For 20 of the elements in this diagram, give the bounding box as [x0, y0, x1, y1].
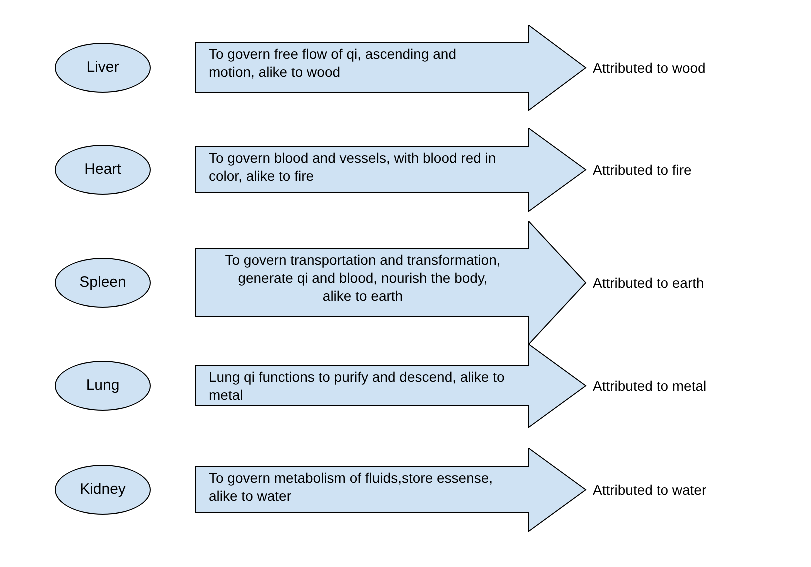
organ-ellipse: Heart — [55, 145, 151, 195]
organ-ellipse: Lung — [55, 361, 151, 411]
arrow-text: To govern blood and vessels, with blood red in color, alike to fire — [209, 149, 498, 185]
pointed-text-banner — [195, 448, 587, 532]
attribution-text: Attributed to earth — [593, 274, 704, 292]
organ-ellipse: Kidney — [55, 465, 151, 515]
arrow-text: To govern transportation and transformation, generate qi and blood, nourish the body, alike to earth — [225, 251, 501, 305]
arrow-text: To govern free flow of qi, ascending and motion, alike to wood — [209, 45, 458, 81]
organ-ellipse: Spleen — [55, 258, 151, 308]
pointed-text-banner — [195, 221, 587, 345]
attribution-text: Attributed to fire — [593, 161, 692, 179]
attribution-text: Attributed to metal — [593, 377, 707, 395]
attribution-text: Attributed to wood — [593, 59, 706, 77]
pointed-text-banner — [195, 25, 587, 111]
organ-ellipse: Liver — [55, 43, 151, 93]
pointed-text-banner — [195, 344, 587, 428]
arrow-text: To govern metabolism of fluids,store essense, alike to water — [209, 469, 494, 505]
pointed-text-banner — [195, 128, 587, 212]
arrow-text: Lung qi functions to purify and descend, alike to metal — [209, 368, 505, 404]
attribution-text: Attributed to water — [593, 481, 707, 499]
